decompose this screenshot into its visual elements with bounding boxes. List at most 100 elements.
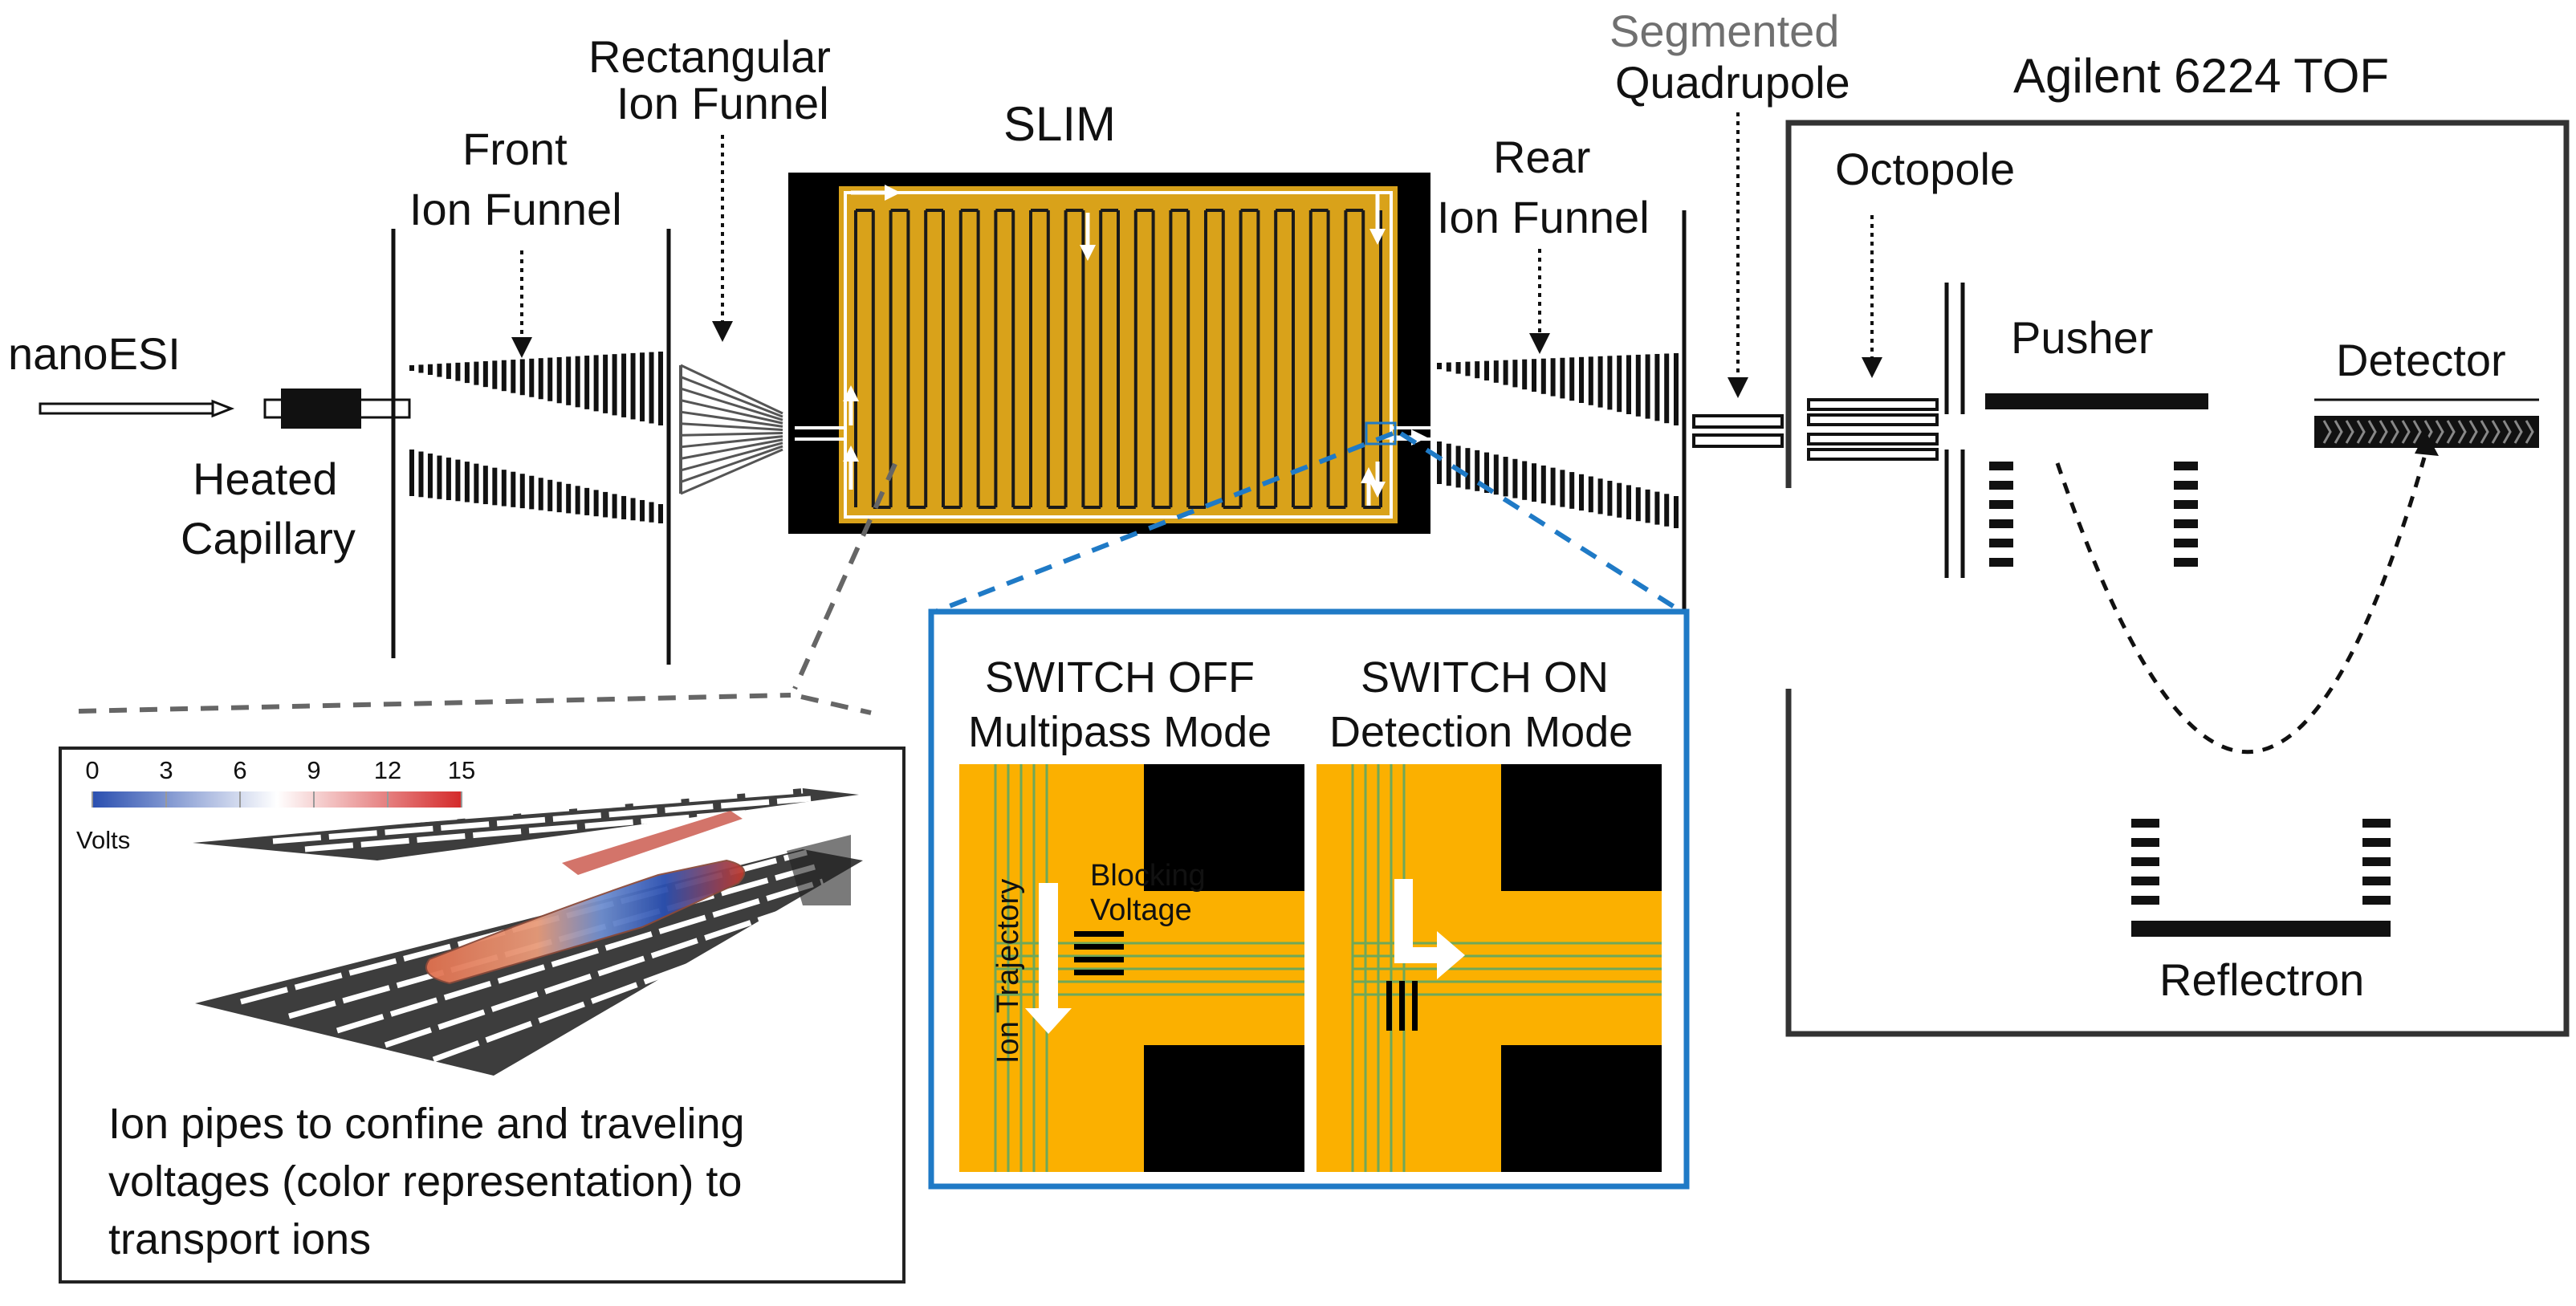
funnel-electrode (464, 462, 470, 502)
detector-hatch-mark (2390, 420, 2399, 444)
rect-funnel-electrode (680, 432, 783, 437)
pusher-grid-electrode (1989, 462, 2013, 470)
rect-funnel-electrode (680, 445, 783, 483)
pusher-grid-electrode (1989, 481, 2013, 490)
funnel-electrode (1588, 356, 1593, 405)
funnel-electrode (482, 466, 488, 505)
funnel-electrode (1522, 359, 1528, 390)
rect-funnel-electrode (680, 364, 783, 415)
funnel-electrode (621, 495, 627, 519)
funnel-electrode (640, 352, 645, 421)
switch-on-mode: Detection Mode (1329, 708, 1633, 756)
detector-hatch-mark (2356, 420, 2366, 444)
funnel-electrode (409, 450, 414, 496)
switch-zoom-lines (934, 431, 1683, 614)
funnel-electrode (1579, 474, 1584, 511)
ion-pipes-caption-line3: transport ions (108, 1215, 371, 1263)
funnel-electrode (593, 490, 599, 517)
funnel-electrode (1540, 465, 1546, 504)
ion-flight-path (2055, 457, 2427, 755)
funnel-electrode (556, 482, 562, 513)
funnel-electrode (575, 486, 580, 515)
funnel-electrode (1446, 443, 1451, 486)
detector-hatch-mark (2412, 420, 2422, 444)
detector-hatch-mark (2334, 420, 2343, 444)
switch-on-title: SWITCH ON (1361, 653, 1609, 702)
funnel-electrode (1532, 463, 1536, 502)
pusher-grid-electrode (2174, 519, 2198, 528)
ion-pipe-electrode (288, 864, 816, 1019)
blocking-voltage-label-line2: Voltage (1090, 893, 1192, 927)
heated-capillary (263, 389, 411, 429)
colorbar-tick-label: 6 (233, 756, 246, 784)
seg-quad-label-line1: Segmented (1609, 6, 1839, 56)
detector-hatch-mark (2322, 420, 2332, 444)
funnel-electrode (1503, 457, 1508, 497)
pusher-grid-electrode (2174, 481, 2198, 490)
ion-pipes-caption-line1: Ion pipes to confine and traveling (108, 1100, 745, 1148)
detector-hatch-mark (2379, 420, 2388, 444)
seg-quad-pointer-head (1728, 377, 1748, 398)
funnel-electrode (1455, 362, 1461, 374)
front-funnel-label-line2: Ion Funnel (409, 184, 622, 234)
funnel-electrode (1503, 360, 1508, 385)
octopole-pointer-head (1862, 357, 1882, 378)
funnel-electrode (418, 364, 424, 373)
ion-pipes-caption-line2: voltages (color representation) to (108, 1157, 742, 1206)
ion-trajectory-arrow (1025, 883, 1072, 1034)
funnel-electrode (511, 360, 516, 393)
tof-enclosure (1785, 120, 2570, 1037)
funnel-electrode (519, 359, 525, 396)
funnel-electrode (529, 475, 535, 510)
colorbar-tick-label: 12 (374, 756, 401, 784)
rect-funnel-electrode (680, 376, 783, 418)
reflectron-grid-electrode (2362, 896, 2391, 905)
pusher-grid-electrode (1989, 539, 2013, 547)
funnel-electrode (538, 478, 543, 511)
detection-trajectory-arrow (1394, 879, 1465, 979)
pusher-grid-electrode (1989, 558, 2013, 567)
colorbar-tick-label: 3 (159, 756, 173, 784)
rect-funnel-label-line1: Rectangular (588, 31, 831, 82)
seg-quad-label-line2: Quadrupole (1615, 57, 1850, 108)
funnel-electrode (482, 360, 488, 388)
front-funnel-label-line1: Front (462, 124, 568, 174)
rear-funnel-pointer-head (1529, 333, 1550, 354)
octopole (1807, 398, 1939, 461)
pusher-label: Pusher (2011, 312, 2153, 363)
funnel-electrode (1560, 357, 1565, 399)
funnel-electrode (1475, 361, 1480, 379)
nanoesi-emitter (39, 399, 235, 418)
detector-label: Detector (2336, 335, 2506, 385)
funnel-electrode (492, 467, 498, 506)
detector-hatch-mark (2502, 420, 2512, 444)
detector-hatch-mark (2491, 420, 2501, 444)
funnel-electrode (1635, 487, 1641, 522)
funnel-electrode (1607, 356, 1613, 410)
pusher-grid-electrode (2174, 462, 2198, 470)
rect-funnel-electrode (680, 448, 783, 495)
reflectron-grid-electrode (2131, 857, 2159, 866)
funnel-electrode (1664, 353, 1670, 424)
funnel-electrode (556, 356, 562, 404)
funnel-electrode (1645, 354, 1650, 419)
ion-pipe-electrode (240, 787, 804, 836)
funnel-electrode (446, 458, 451, 501)
blocking-electrodes-vertical (1386, 981, 1418, 1031)
rear-funnel-label-line1: Rear (1493, 132, 1590, 182)
detector-hatch-mark (2480, 420, 2489, 444)
reflectron-grids (2131, 819, 2391, 905)
reflectron-grid-electrode (2131, 819, 2159, 828)
funnel-electrode (474, 361, 479, 385)
funnel-electrode (593, 355, 599, 412)
funnel-electrode (1597, 356, 1603, 408)
funnel-electrode (566, 356, 572, 405)
funnel-electrode (575, 356, 580, 408)
funnel-electrode (1512, 360, 1518, 388)
colorbar-tick-label: 15 (448, 756, 475, 784)
switch-on-panel (1316, 764, 1662, 1172)
detector-hatch-mark (2367, 420, 2377, 444)
pusher-grid-electrode (2174, 558, 2198, 567)
front-ion-funnel (409, 352, 663, 523)
